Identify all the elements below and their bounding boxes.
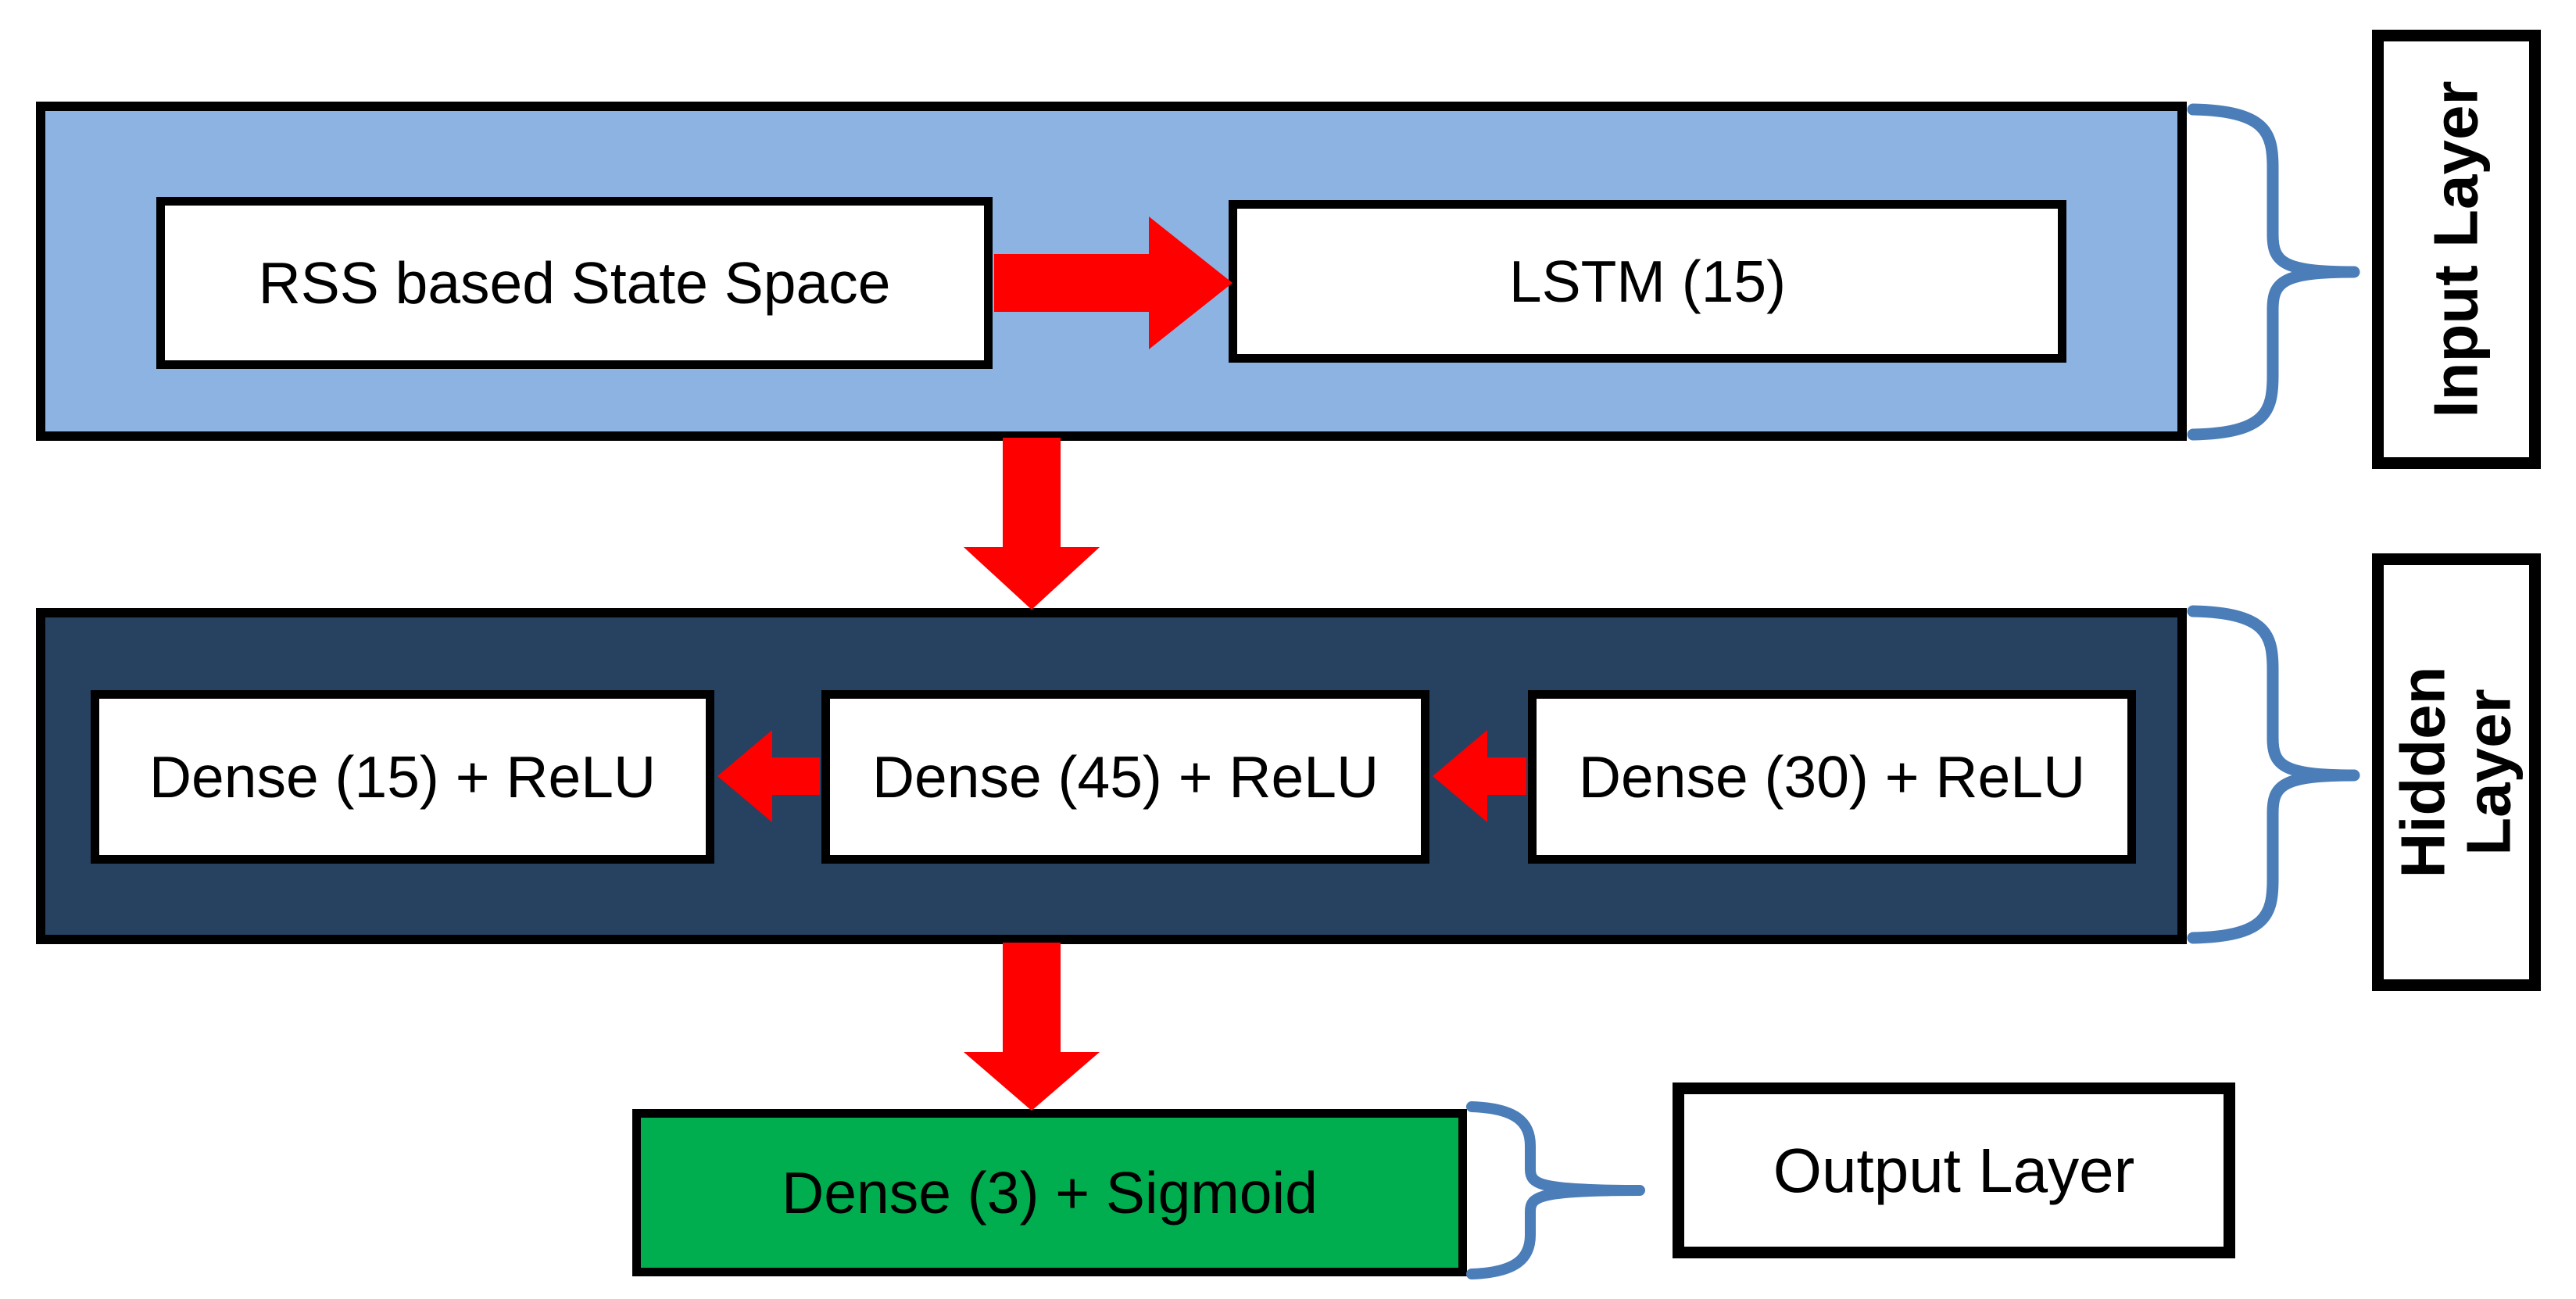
dense-45-label: Dense (45) + ReLU bbox=[871, 743, 1379, 810]
output-dense-sigmoid-label: Dense (3) + Sigmoid bbox=[782, 1159, 1318, 1226]
lstm-label: LSTM (15) bbox=[1508, 248, 1787, 314]
hidden-layer-label-line1: Hidden bbox=[2388, 666, 2458, 879]
dense-15-label: Dense (15) + ReLU bbox=[148, 743, 657, 810]
rss-state-space-label: RSS based State Space bbox=[258, 249, 891, 316]
hidden-layer-label-line2: Layer bbox=[2454, 689, 2524, 856]
hidden-layer-label: Hidden Layer bbox=[2388, 666, 2524, 879]
input-layer-label: Input Layer bbox=[2421, 81, 2492, 418]
hidden-layer-brace-icon bbox=[2187, 605, 2360, 944]
hidden-layer-label-box: Hidden Layer bbox=[2372, 553, 2541, 991]
input-layer-label-box: Input Layer bbox=[2372, 30, 2541, 469]
output-layer-label: Output Layer bbox=[1773, 1135, 2135, 1205]
lstm-box: LSTM (15) bbox=[1229, 200, 2066, 363]
dense-45-box: Dense (45) + ReLU bbox=[821, 690, 1429, 864]
output-dense-sigmoid-box: Dense (3) + Sigmoid bbox=[632, 1109, 1467, 1276]
dense-30-label: Dense (30) + ReLU bbox=[1578, 743, 2086, 810]
arrow-input-to-hidden-icon bbox=[964, 438, 1100, 610]
rss-state-space-box: RSS based State Space bbox=[156, 197, 993, 369]
output-layer-brace-icon bbox=[1466, 1101, 1645, 1279]
dense-30-box: Dense (30) + ReLU bbox=[1528, 690, 2136, 864]
input-layer-brace-icon bbox=[2187, 103, 2360, 441]
arrow-hidden-to-output-icon bbox=[964, 943, 1100, 1111]
dense-15-box: Dense (15) + ReLU bbox=[91, 690, 714, 864]
output-layer-label-box: Output Layer bbox=[1673, 1082, 2235, 1258]
